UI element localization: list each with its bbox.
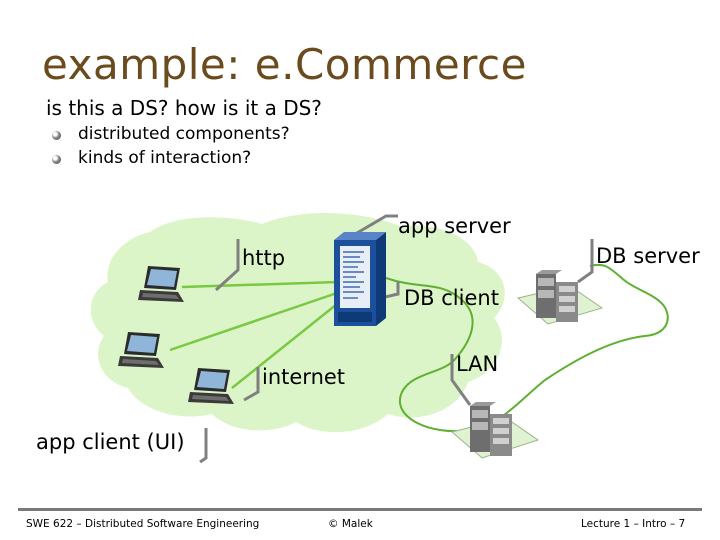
bullet-item: kinds of interaction? [52, 146, 290, 170]
label-db-server: DB server [596, 244, 700, 268]
laptop-icon [118, 332, 164, 368]
server-tower-icon [334, 232, 386, 326]
footer-divider [18, 508, 702, 511]
bullet-list: distributed components? kinds of interac… [52, 122, 290, 170]
label-app-client: app client (UI) [36, 430, 185, 454]
bullet-icon [52, 131, 61, 140]
laptop-icon [188, 368, 234, 404]
footer-page: Lecture 1 – Intro – 7 [581, 518, 686, 530]
bullet-item: distributed components? [52, 122, 290, 146]
client-links [169, 280, 343, 389]
label-lan: LAN [456, 352, 499, 376]
label-http: http [242, 246, 286, 270]
internet-cloud [90, 212, 505, 433]
label-internet: internet [262, 365, 346, 389]
db-server-icon [516, 270, 604, 325]
slide-title: example: e.Commerce [42, 40, 527, 89]
label-app-server: app server [398, 214, 511, 238]
bullet-icon [52, 155, 61, 164]
slide-subtitle: is this a DS? how is it a DS? [46, 96, 322, 120]
footer-course: SWE 622 – Distributed Software Engineeri… [26, 518, 260, 530]
laptop-icon [138, 266, 184, 302]
footer-author: © Malek [328, 518, 373, 530]
db-server-icon [450, 402, 540, 459]
label-db-client: DB client [404, 286, 499, 310]
